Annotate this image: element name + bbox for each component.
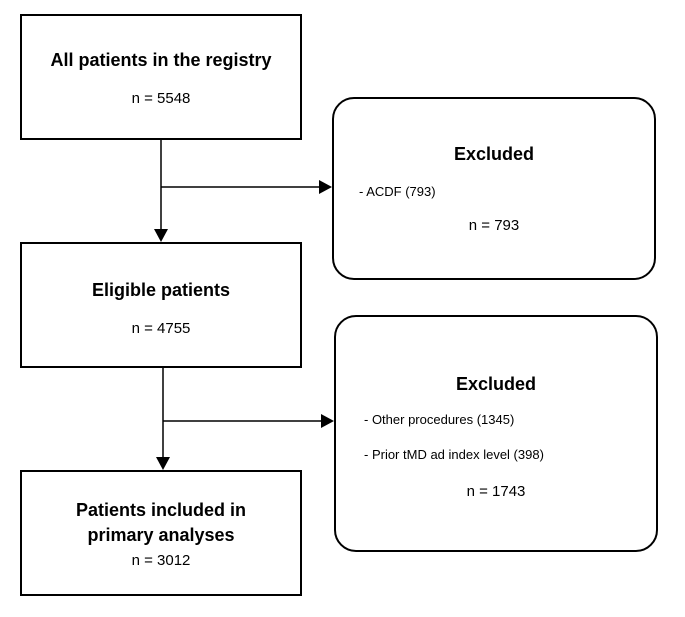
registry-count: n = 5548: [131, 90, 191, 107]
eligible-title: Eligible patients: [91, 280, 231, 300]
registry-box: All patients in the registry n = 5548: [20, 14, 302, 140]
excluded-box-1: Excluded - ACDF (793) n = 793: [332, 97, 656, 280]
included-box: Patients included in primary analyses n …: [20, 470, 302, 596]
included-title-line-1: Patients included in: [75, 500, 247, 520]
excluded-1-title: Excluded: [453, 144, 535, 164]
arrowhead-right-2: [321, 414, 334, 428]
excluded-1-item: - ACDF (793): [359, 184, 436, 199]
excluded-2-title: Excluded: [455, 374, 537, 394]
excluded-2-item-2: - Prior tMD ad index level (398): [364, 447, 544, 462]
included-count: n = 3012: [131, 552, 191, 569]
eligible-box: Eligible patients n = 4755: [20, 242, 302, 368]
registry-title: All patients in the registry: [50, 50, 272, 70]
excluded-2-item-1: - Other procedures (1345): [364, 412, 515, 427]
arrowhead-right-1: [319, 180, 332, 194]
excluded-box-2: Excluded - Other procedures (1345) - Pri…: [334, 315, 658, 552]
arrowhead-down-2: [156, 457, 170, 470]
excluded-2-count: n = 1743: [466, 483, 526, 500]
arrowhead-down-1: [154, 229, 168, 242]
excluded-1-count: n = 793: [468, 217, 520, 234]
included-title-line-2: primary analyses: [87, 525, 235, 545]
eligible-count: n = 4755: [131, 320, 191, 337]
